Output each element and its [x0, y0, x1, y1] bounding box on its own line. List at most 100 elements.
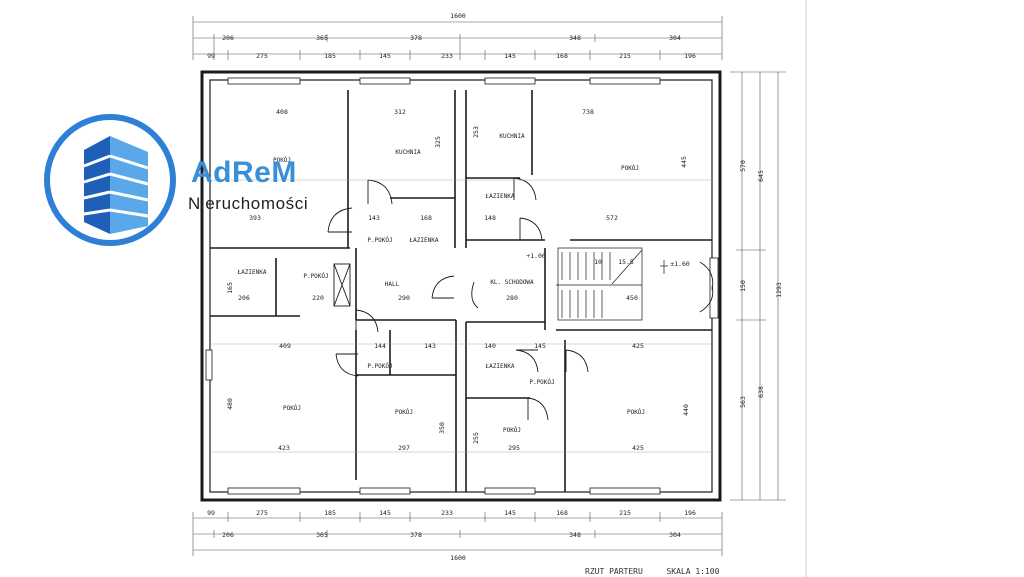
room-dim: 280	[506, 294, 518, 302]
room-dim: 350	[438, 422, 446, 434]
top-dim-row1-label: 215	[619, 52, 631, 60]
top-dim-row1-label: 145	[379, 52, 391, 60]
room-dim: 423	[278, 444, 290, 452]
room-name: ŁAZIENKA	[237, 269, 267, 276]
room-dim: 255	[472, 432, 480, 444]
room-dim: 408	[276, 108, 288, 116]
room-name: POKÓJ	[621, 165, 639, 172]
door-swings	[327, 177, 714, 421]
room-name: P.POKÓJ	[367, 363, 392, 370]
bottom-dimension-chains	[192, 512, 723, 556]
top-dim-row2-label: 348	[569, 34, 581, 42]
plan-scale: SKALA 1:100	[666, 567, 720, 576]
room-dim: 143	[424, 342, 436, 350]
top-dim-row2-label: 206	[222, 34, 234, 42]
room-name: P.POKÓJ	[529, 379, 554, 386]
bottom-dim-row1-label: 145	[504, 509, 516, 517]
bottom-dim-row2-label: 304	[669, 531, 681, 539]
top-dim-row1-label: 185	[324, 52, 336, 60]
top-dim-row1-label: 233	[441, 52, 453, 60]
plan-title-block: RZUT PARTERU SKALA 1:100	[585, 567, 719, 576]
room-name: P.POKÓJ	[303, 273, 328, 280]
interior-walls	[210, 90, 712, 492]
room-dim: +1.00	[526, 252, 546, 260]
top-dim-row1-label: 196	[684, 52, 696, 60]
bottom-dim-row1-label: 196	[684, 509, 696, 517]
room-dim: 144	[374, 342, 386, 350]
room-name: KUCHNIA	[395, 149, 421, 156]
bottom-dim-row1-label: 275	[256, 509, 268, 517]
room-dim: 15.5	[618, 258, 634, 266]
staircase	[556, 247, 643, 321]
room-dim: 409	[279, 342, 291, 350]
room-dim: 738	[582, 108, 594, 116]
bottom-dim-row1-label: 145	[379, 509, 391, 517]
bottom-dim-row1-label: 233	[441, 509, 453, 517]
room-name: ŁAZIENKA	[485, 363, 515, 370]
bottom-dim-row1-label: 215	[619, 509, 631, 517]
overall-width-bottom: 1600	[450, 554, 466, 562]
room-dim: 325	[434, 136, 442, 148]
room-name: POKÓJ	[283, 405, 301, 412]
top-dim-row2-label: 304	[669, 34, 681, 42]
adrem-logo-icon	[44, 114, 176, 246]
room-dim: 297	[398, 444, 410, 452]
plan-title: RZUT PARTERU	[585, 567, 643, 576]
level-marker-icon	[660, 260, 668, 274]
room-name: POKÓJ	[395, 409, 413, 416]
room-dim: 145	[534, 342, 546, 350]
room-name: KUCHNIA	[499, 133, 525, 140]
room-dim: 220	[312, 294, 324, 302]
room-name: ŁAZIENKA	[409, 237, 439, 244]
bottom-dim-row2-label: 348	[569, 531, 581, 539]
room-dim: 312	[394, 108, 406, 116]
room-dim: 440	[682, 404, 690, 416]
room-name: POKÓJ	[503, 427, 521, 434]
top-dim-row1-label: 275	[256, 52, 268, 60]
right-dim-label: 645	[757, 170, 765, 182]
room-dim: 445	[680, 156, 688, 168]
plan-text-layer: 1600 1600 99 275 185 145 233 145 168 215 196 206 365…	[207, 12, 783, 562]
right-dim-label: 563	[739, 396, 747, 408]
top-dim-row2-label: 378	[410, 34, 422, 42]
right-dim-label: 150	[739, 280, 747, 292]
bottom-dim-row1-label: 99	[207, 509, 215, 517]
room-name: HALL	[385, 281, 400, 288]
room-dim: 393	[249, 214, 261, 222]
room-dim: 425	[632, 342, 644, 350]
bottom-dim-row1-label: 185	[324, 509, 336, 517]
room-name: P.POKÓJ	[367, 237, 392, 244]
room-dim: 480	[226, 398, 234, 410]
room-dim: 148	[484, 214, 496, 222]
room-dim: 168	[420, 214, 432, 222]
bottom-dim-row2-label: 378	[410, 531, 422, 539]
room-dim: 206	[238, 294, 250, 302]
room-name: ŁAZIENKA	[485, 193, 515, 200]
room-dim: 10	[594, 258, 602, 266]
right-dim-label: 1293	[775, 282, 783, 298]
room-name: POKÓJ	[627, 409, 645, 416]
top-dimension-chains	[192, 16, 723, 60]
room-dim: 572	[606, 214, 618, 222]
room-dim: 290	[398, 294, 410, 302]
room-dim: 143	[368, 214, 380, 222]
room-name: KL. SCHODOWA	[490, 279, 534, 286]
right-dimension-chains	[730, 71, 786, 501]
logo-name: AdReM	[191, 156, 297, 189]
logo-subtitle: Nieruchomości	[188, 194, 309, 213]
room-dim: 425	[632, 444, 644, 452]
room-dim: 295	[508, 444, 520, 452]
room-dim: 253	[472, 126, 480, 138]
top-dim-row2-label: 365	[316, 34, 328, 42]
windows	[205, 77, 719, 495]
top-dim-row1-label: 168	[556, 52, 568, 60]
room-dim: ±1.60	[670, 260, 690, 268]
room-dim: 140	[484, 342, 496, 350]
right-dim-label: 638	[757, 386, 765, 398]
bottom-dim-row2-label: 206	[222, 531, 234, 539]
overall-width-top: 1600	[450, 12, 466, 20]
guide-lines	[210, 179, 712, 453]
right-dim-label: 570	[739, 160, 747, 172]
room-name: POKÓJ	[273, 157, 291, 164]
